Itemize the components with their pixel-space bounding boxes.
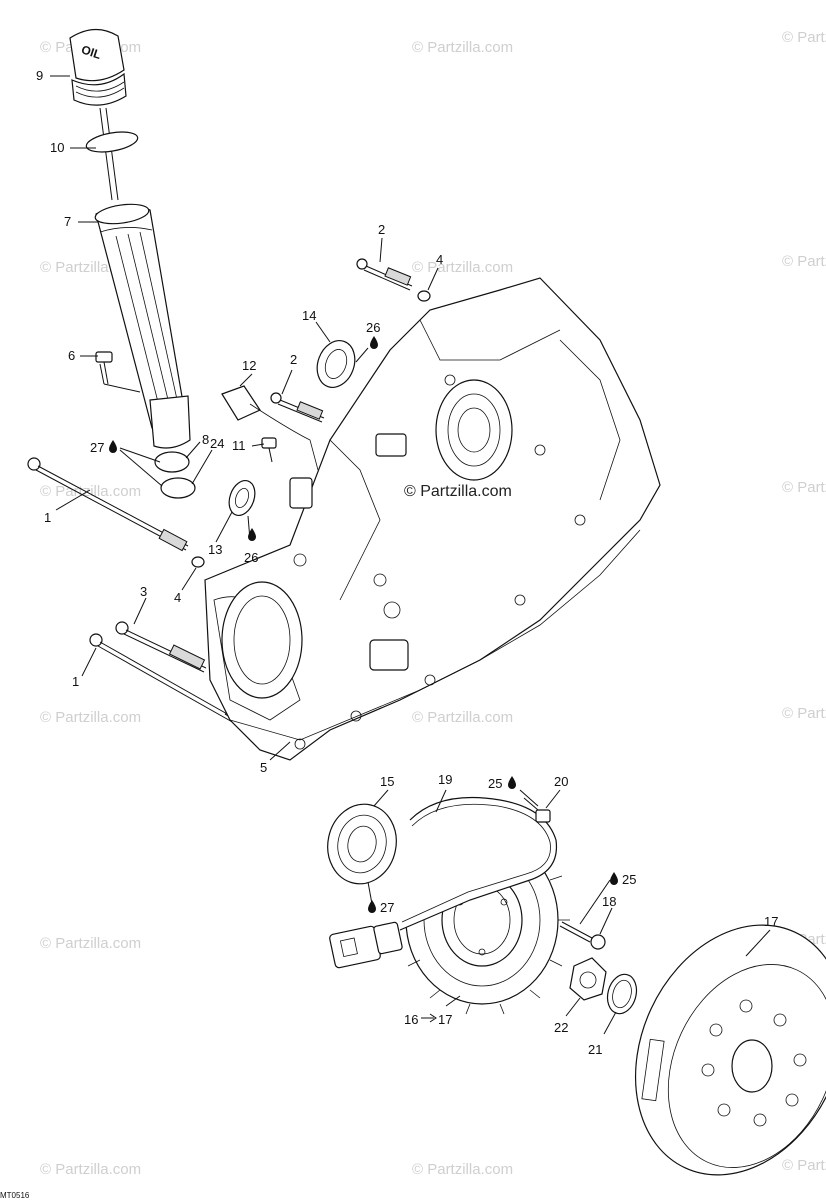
oil-cap-9: OIL (69, 28, 127, 106)
oil-drop-icon (370, 336, 378, 349)
callout-2: 2 (378, 222, 385, 237)
callout-8: 8 (202, 432, 209, 447)
callout-17: 17 (764, 914, 778, 929)
oil-drop-icon (248, 528, 256, 541)
bolt-3 (115, 621, 207, 673)
watermark: © Partzilla.com (412, 39, 513, 56)
callout-2: 2 (290, 352, 297, 367)
washer-21 (606, 973, 638, 1015)
leader-lines (50, 75, 771, 1035)
watermark: © Partzilla.com (782, 29, 826, 46)
callout-24: 24 (210, 436, 224, 451)
callout-7: 7 (64, 214, 71, 229)
callout-18: 18 (602, 894, 616, 909)
callout-1: 1 (72, 674, 79, 689)
callout-3: 3 (140, 584, 147, 599)
watermark: © Partzilla.com (412, 709, 513, 726)
callouts: 9 10 7 6 27 8 24 1 13 26 4 3 1 5 2 4 14 … (36, 68, 778, 1057)
callout-6: 6 (68, 348, 75, 363)
arrow-icon (421, 1013, 437, 1023)
o-ring-10 (85, 131, 139, 153)
oil-cap-label: OIL (80, 42, 103, 61)
crankcase-5 (204, 277, 661, 761)
watermark: © Partzilla.com (40, 709, 141, 726)
callout-1: 1 (44, 510, 51, 525)
washer-4-upper (417, 290, 431, 302)
watermark: © Partzilla.com (412, 1161, 513, 1178)
o-ring-24 (160, 477, 196, 499)
watermark: © Partzilla.com (782, 253, 826, 270)
oil-drop-icon (109, 440, 117, 453)
callout-9: 9 (36, 68, 43, 83)
screw-11 (261, 437, 277, 463)
watermark: © Partzilla.com (40, 935, 141, 952)
seal-13 (228, 479, 256, 517)
oil-drop-icon (610, 872, 618, 885)
callout-21: 21 (588, 1042, 602, 1057)
callout-11: 11 (232, 438, 246, 453)
callout-27: 27 (90, 440, 104, 455)
callout-13: 13 (208, 542, 222, 557)
oil-filler-tube-7 (94, 203, 191, 449)
o-ring-8 (154, 451, 190, 473)
bearing-15 (327, 803, 397, 885)
reference-code: MT0516 (0, 1191, 30, 1200)
center-watermark: © Partzilla.com (404, 483, 512, 500)
callout-26: 26 (244, 550, 258, 565)
watermark: © Partzilla.com (412, 259, 513, 276)
nut-22 (569, 957, 607, 1001)
callout-22: 22 (554, 1020, 568, 1035)
screw-6 (95, 351, 141, 393)
sensor-12 (221, 385, 319, 509)
screw-20 (523, 797, 551, 823)
callout-5: 5 (260, 760, 267, 775)
watermark: © Partzilla.com (782, 479, 826, 496)
bolt-1-upper (27, 457, 189, 552)
washer-4-left (191, 556, 205, 568)
watermark: © Partzilla.com (782, 705, 826, 722)
callout-27: 27 (380, 900, 394, 915)
watermark: © Partzilla.com (40, 1161, 141, 1178)
callout-16: 16 (404, 1012, 418, 1027)
bolt-18 (559, 921, 606, 950)
callout-14: 14 (302, 308, 316, 323)
callout-12: 12 (242, 358, 256, 373)
callout-25: 25 (622, 872, 636, 887)
watermark: © Partzilla.com (40, 483, 141, 500)
callout-15: 15 (380, 774, 394, 789)
bolt-2-upper (356, 258, 413, 291)
callout-20: 20 (554, 774, 568, 789)
seal-14 (316, 340, 356, 388)
callout-19: 19 (438, 772, 452, 787)
oil-drop-icon (508, 776, 516, 789)
bolt-2-middle (270, 392, 325, 423)
rotor-17 (634, 924, 826, 1176)
callout-4: 4 (436, 252, 443, 267)
watermark: © Partzilla.com (782, 1157, 826, 1174)
connector (329, 921, 403, 969)
callout-26: 26 (366, 320, 380, 335)
oil-drop-icon (368, 900, 376, 913)
callout-25: 25 (488, 776, 502, 791)
callout-4: 4 (174, 590, 181, 605)
callout-10: 10 (50, 140, 64, 155)
callout-17: 17 (438, 1012, 452, 1027)
